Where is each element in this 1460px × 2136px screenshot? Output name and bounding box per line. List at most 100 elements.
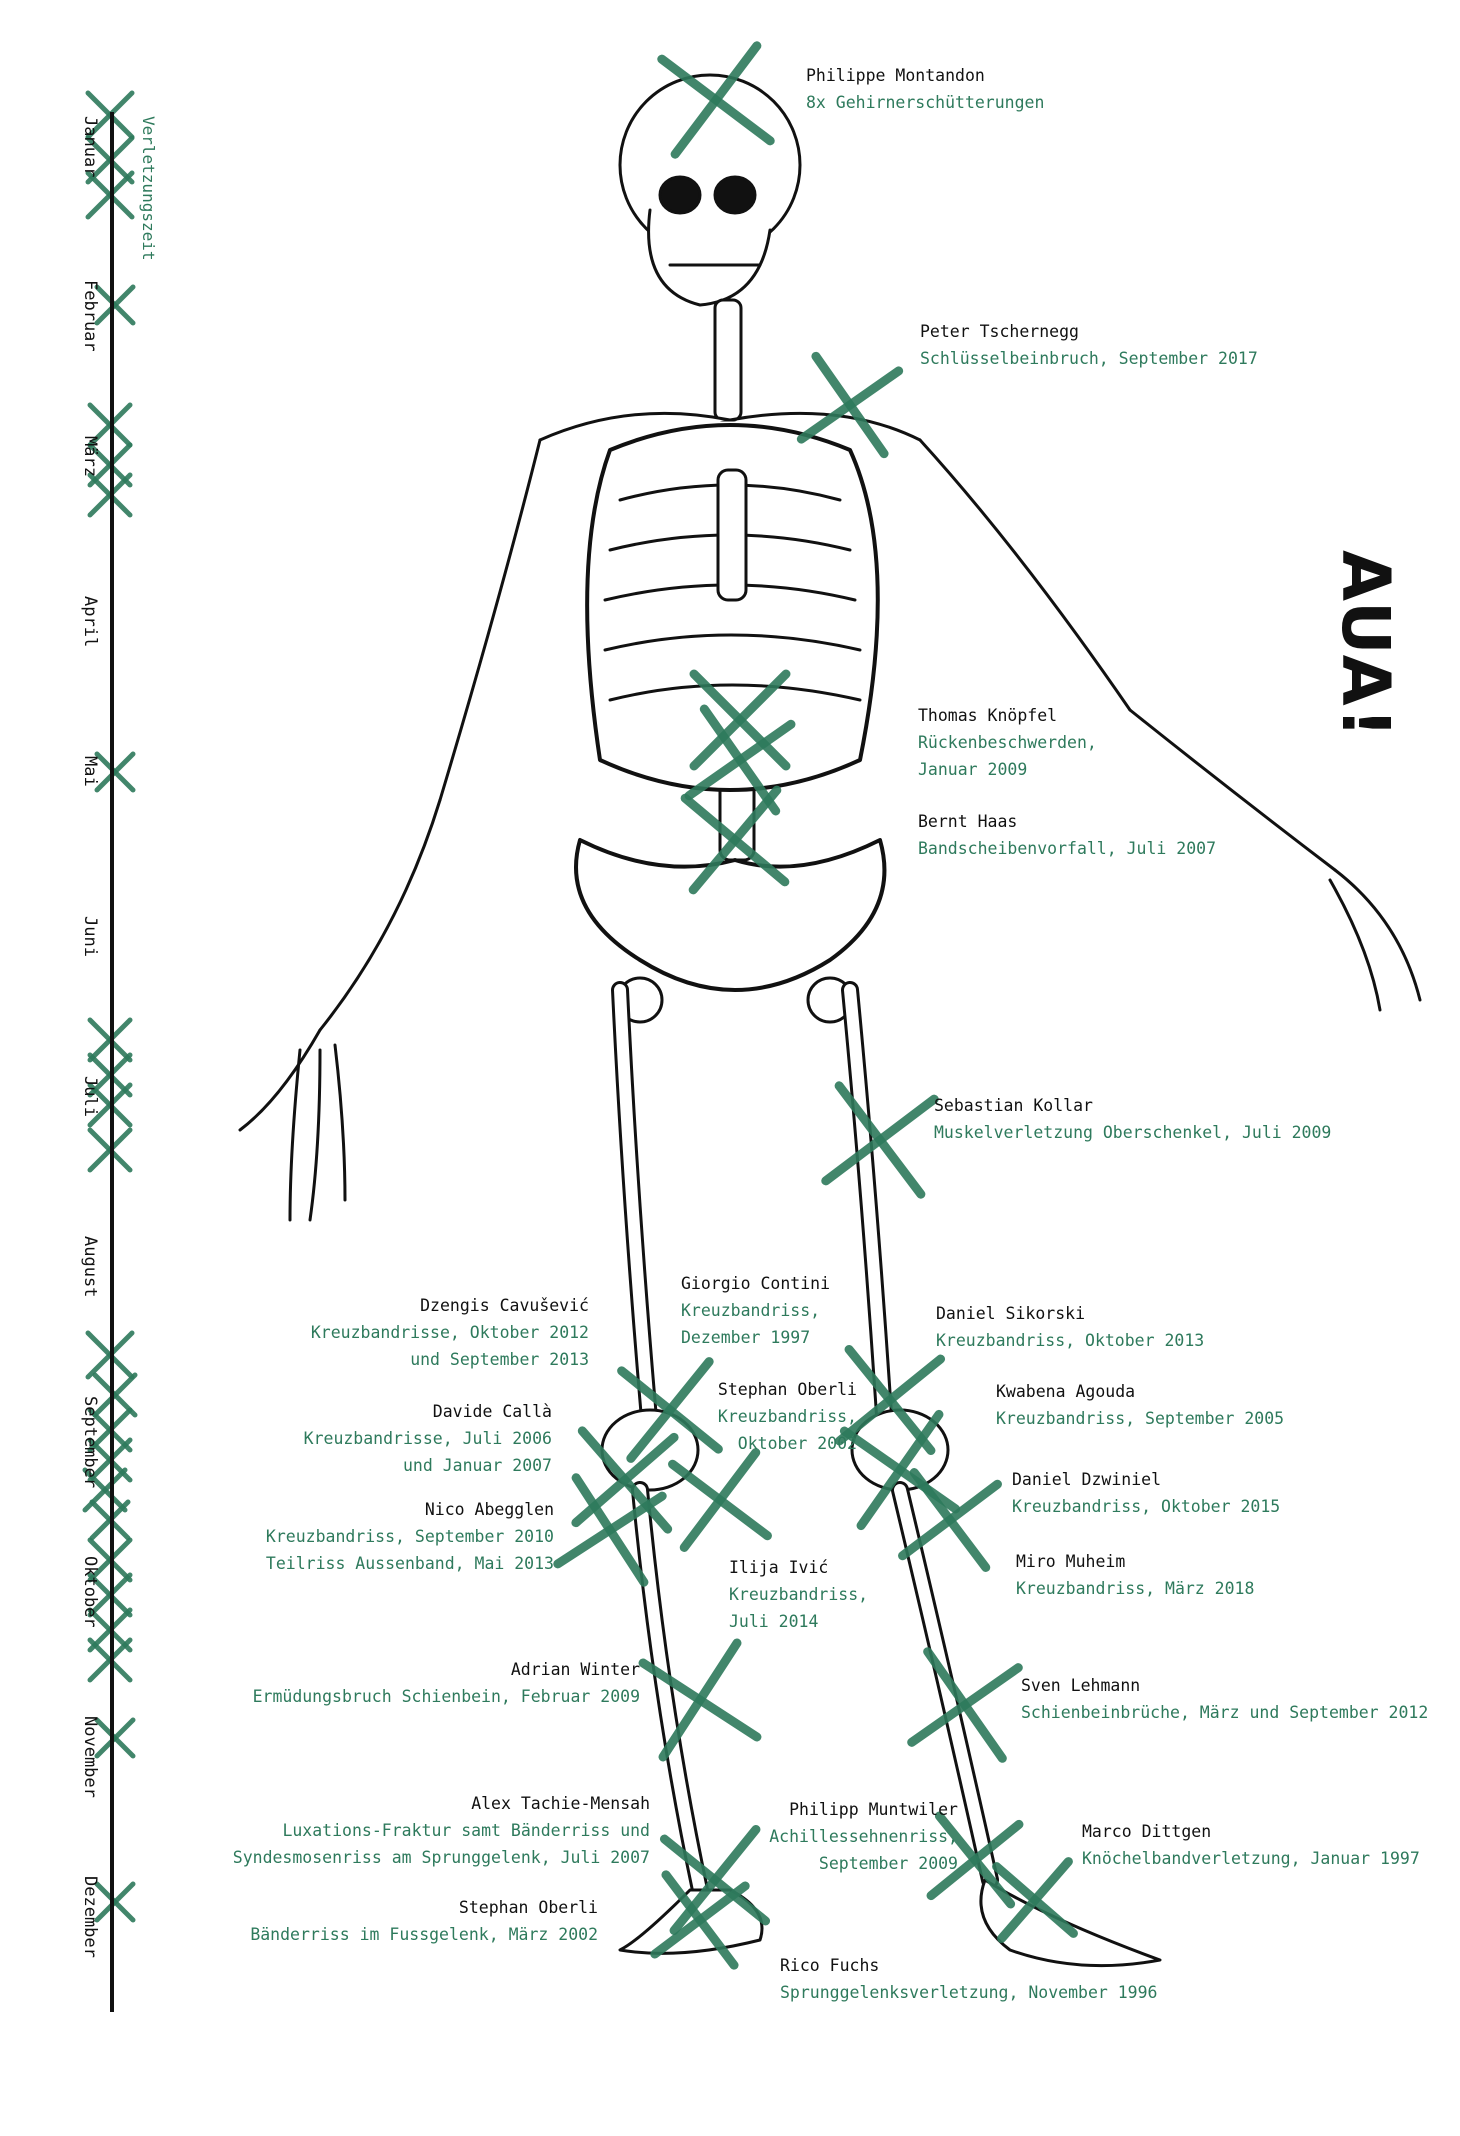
player-name: Daniel Dzwiniel: [1012, 1470, 1162, 1489]
injury-desc: Bandscheibenvorfall, Juli 2007: [918, 839, 1217, 858]
injury-label: Ilija Ivić Kreuzbandriss, Juli 2014: [729, 1554, 868, 1635]
injury-desc: Syndesmosenriss am Sprunggelenk, Juli 20…: [232, 1848, 650, 1867]
injury-x-mark: [94, 1881, 136, 1923]
injury-x-mark: [94, 1717, 136, 1759]
injury-x-mark: [571, 1426, 679, 1534]
injury-desc: Schienbeinbrüche, März und September 201…: [1021, 1703, 1429, 1722]
injury-desc: Luxations-Fraktur samt Bänderriss und: [282, 1821, 650, 1840]
injury-label: Davide Callà Kreuzbandrisse, Juli 2006 u…: [304, 1398, 552, 1479]
injury-label: Sven Lehmann Schienbeinbrüche, März und …: [1021, 1672, 1428, 1726]
player-name: Sven Lehmann: [1021, 1676, 1141, 1695]
injury-desc: Kreuzbandrisse, Oktober 2012: [310, 1323, 589, 1342]
injury-desc: Ermüdungsbruch Schienbein, Februar 2009: [252, 1687, 640, 1706]
injury-desc: Teilriss Aussenband, Mai 2013: [265, 1554, 554, 1573]
injury-desc: Knöchelbandverletzung, Januar 1997: [1082, 1849, 1420, 1868]
injury-x-mark: [617, 1357, 723, 1463]
injury-label: Daniel Dzwiniel Kreuzbandriss, Oktober 2…: [1012, 1466, 1280, 1520]
injury-desc: und Januar 2007: [402, 1456, 552, 1475]
injury-x-mark: [926, 1811, 1024, 1909]
injury-desc: Bänderriss im Fussgelenk, März 2002: [250, 1925, 598, 1944]
player-name: Sebastian Kollar: [934, 1096, 1093, 1115]
player-name: Peter Tschernegg: [920, 322, 1079, 341]
player-name: Giorgio Contini: [681, 1274, 831, 1293]
player-name: Ilija Ivić: [729, 1558, 829, 1577]
injury-desc: Rückenbeschwerden,: [918, 733, 1097, 752]
injury-desc: Dezember 1997: [681, 1328, 811, 1347]
injury-label: Philipp Muntwiler Achillessehnenriss, Se…: [769, 1796, 958, 1877]
injury-label: Nico Abegglen Kreuzbandriss, September 2…: [266, 1496, 554, 1577]
injury-x-mark: [553, 1473, 667, 1587]
player-name: Daniel Sikorski: [936, 1304, 1086, 1323]
injury-label: Thomas Knöpfel Rückenbeschwerden, Januar…: [918, 702, 1097, 783]
injury-x-mark: [821, 1081, 939, 1199]
injury-x-mark: [94, 751, 136, 793]
player-name: Adrian Winter: [510, 1660, 640, 1679]
player-name: Davide Callà: [432, 1402, 552, 1421]
skeleton-illustration: [238, 73, 1422, 1968]
injury-desc: und September 2013: [410, 1350, 589, 1369]
injury-x-mark: [796, 351, 904, 459]
injury-label: Philippe Montandon 8x Gehirnerschütterun…: [806, 62, 1044, 116]
injury-x-mark: [680, 785, 790, 895]
injury-label: Stephan Oberli Bänderriss im Fussgelenk,…: [250, 1894, 598, 1948]
injury-desc: Kreuzbandriss, September 2005: [996, 1409, 1285, 1428]
player-name: Philipp Muntwiler: [789, 1800, 958, 1819]
player-name: Nico Abegglen: [424, 1500, 554, 1519]
injury-label: Daniel Sikorski Kreuzbandriss, Oktober 2…: [936, 1300, 1204, 1354]
injury-marks-layer: [82, 41, 1078, 1970]
injury-label: Rico Fuchs Sprunggelenksverletzung, Nove…: [780, 1952, 1158, 2006]
player-name: Stephan Oberli: [458, 1898, 598, 1917]
injury-label: Dzengis Cavušević Kreuzbandrisse, Oktobe…: [311, 1292, 589, 1373]
injury-desc: Januar 2009: [918, 760, 1028, 779]
poster: Verletzungszeit Januar Februar März Apri…: [80, 41, 1428, 2012]
player-name: Alex Tachie-Mensah: [471, 1794, 650, 1813]
injury-label: Marco Dittgen Knöchelbandverletzung, Jan…: [1082, 1818, 1420, 1872]
injury-x-mark: [638, 1638, 762, 1762]
injury-desc: Kreuzbandriss,: [729, 1585, 869, 1604]
injury-desc: Sprunggelenksverletzung, November 1996: [780, 1983, 1158, 2002]
injury-x-mark: [992, 1857, 1078, 1943]
injury-x-mark: [898, 1468, 1002, 1572]
player-name: Kwabena Agouda: [996, 1382, 1136, 1401]
timeline-axis: [110, 112, 114, 2012]
injury-label: Kwabena Agouda Kreuzbandriss, September …: [996, 1378, 1284, 1432]
player-name: Stephan Oberli: [717, 1380, 857, 1399]
injury-x-mark: [689, 669, 791, 771]
player-name: Rico Fuchs: [780, 1956, 880, 1975]
injury-x-mark: [668, 1448, 772, 1552]
injury-x-mark: [659, 1824, 771, 1936]
injury-desc: Muskelverletzung Oberschenkel, Juli 2009: [934, 1123, 1332, 1142]
injury-label: Bernt Haas Bandscheibenvorfall, Juli 200…: [918, 808, 1216, 862]
injury-desc: Kreuzbandriss, Oktober 2013: [936, 1331, 1205, 1350]
injury-desc: Juli 2014: [729, 1612, 819, 1631]
player-name: Dzengis Cavušević: [420, 1296, 589, 1315]
injury-x-mark: [684, 704, 796, 816]
injury-desc: Achillessehnenriss,: [769, 1827, 958, 1846]
injury-desc: September 2009: [818, 1854, 958, 1873]
injury-desc: Kreuzbandriss,: [681, 1301, 821, 1320]
injury-desc: Schlüsselbeinbruch, September 2017: [920, 349, 1258, 368]
injury-desc: Kreuzbandrisse, Juli 2006: [303, 1429, 552, 1448]
injury-label: Stephan Oberli Kreuzbandriss, Oktober 20…: [718, 1376, 857, 1457]
injury-desc: Oktober 2002: [737, 1434, 857, 1453]
injury-label: Alex Tachie-Mensah Luxations-Fraktur sam…: [233, 1790, 650, 1871]
injury-x-mark: [94, 284, 136, 326]
injury-label: Sebastian Kollar Muskelverletzung Obersc…: [934, 1092, 1331, 1146]
injury-x-mark: [907, 1647, 1023, 1763]
injury-x-mark: [834, 1344, 946, 1456]
poster-title: AUA!: [1327, 550, 1404, 740]
injury-x-mark: [657, 41, 775, 159]
player-name: Marco Dittgen: [1082, 1822, 1212, 1841]
injury-label: Miro Muheim Kreuzbandriss, März 2018: [1016, 1548, 1254, 1602]
injury-x-mark: [650, 1870, 750, 1970]
injury-desc: Kreuzbandriss, September 2010: [265, 1527, 554, 1546]
injury-desc: Kreuzbandriss, März 2018: [1016, 1579, 1255, 1598]
injury-label: Adrian Winter Ermüdungsbruch Schienbein,…: [253, 1656, 640, 1710]
injury-label: Giorgio Contini Kreuzbandriss, Dezember …: [681, 1270, 830, 1351]
player-name: Bernt Haas: [918, 812, 1018, 831]
player-name: Miro Muheim: [1016, 1552, 1126, 1571]
injury-desc: 8x Gehirnerschütterungen: [806, 93, 1045, 112]
player-name: Thomas Knöpfel: [918, 706, 1058, 725]
injury-label: Peter Tschernegg Schlüsselbeinbruch, Sep…: [920, 318, 1258, 372]
month-dezember: Dezember: [80, 1876, 100, 1958]
